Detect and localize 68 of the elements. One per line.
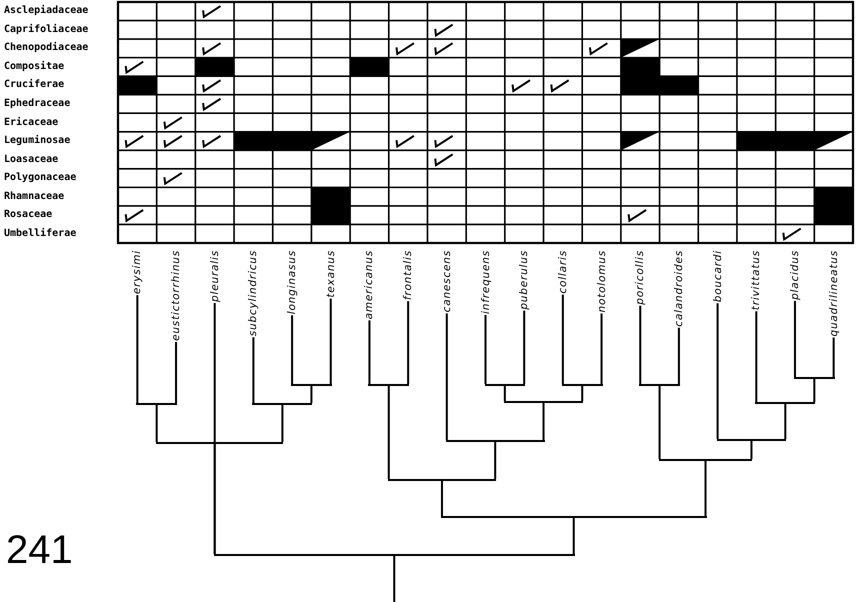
row-label: Leguminosae bbox=[4, 135, 70, 148]
species-label: notolomus bbox=[596, 250, 608, 313]
species-label: poricollis bbox=[634, 250, 646, 305]
species-label: infrequens bbox=[480, 250, 492, 314]
branch-line bbox=[252, 337, 254, 403]
branch-line bbox=[281, 405, 284, 442]
row-label: Compositae bbox=[4, 60, 64, 73]
species-label: canescens bbox=[440, 250, 453, 312]
row-label: Loasaceae bbox=[4, 154, 58, 166]
branch-line bbox=[572, 518, 575, 554]
row-label: Rhamnaceae bbox=[4, 190, 64, 203]
branch-line bbox=[678, 328, 680, 384]
row-label: Polygonaceae bbox=[4, 172, 76, 184]
branch-line bbox=[368, 320, 370, 384]
branch-line bbox=[639, 306, 642, 384]
branch-line bbox=[310, 386, 312, 403]
branch-line bbox=[136, 295, 138, 403]
branch-line bbox=[523, 310, 526, 384]
species-label: erysimi bbox=[131, 250, 144, 294]
species-label: pleuralis bbox=[208, 250, 221, 302]
branch-line bbox=[393, 556, 396, 602]
branch-line bbox=[832, 337, 835, 377]
branch-line bbox=[716, 303, 719, 439]
row-label: Caprifoliaceae bbox=[4, 24, 88, 36]
branch-line bbox=[581, 386, 584, 401]
branch-line bbox=[291, 315, 294, 384]
branch-line bbox=[658, 386, 661, 459]
branch-line bbox=[784, 404, 786, 439]
row-label: Chenopodiaceae bbox=[4, 42, 88, 54]
page-number: 241 bbox=[6, 528, 73, 572]
row-label: Asclepiadaceae bbox=[4, 5, 88, 18]
branch-line bbox=[446, 313, 448, 440]
species-label: trivittatus bbox=[750, 250, 762, 310]
branch-line bbox=[813, 379, 816, 402]
species-label: longinasus bbox=[286, 250, 298, 314]
row-label: Ephedraceae bbox=[4, 98, 70, 110]
branch-line bbox=[156, 405, 158, 442]
row-label: Cruciferae bbox=[4, 79, 64, 92]
branch-line bbox=[504, 386, 506, 401]
species-label: collaris bbox=[556, 250, 569, 294]
branch-line bbox=[750, 441, 752, 459]
species-label: calandroides bbox=[672, 250, 685, 327]
branch-line bbox=[407, 301, 410, 384]
species-label: americanus bbox=[363, 250, 376, 320]
branch-line bbox=[214, 444, 216, 554]
branch-line bbox=[794, 300, 796, 377]
row-label: Umbelliferae bbox=[4, 228, 76, 240]
branch-line bbox=[484, 314, 486, 384]
branch-line bbox=[600, 314, 603, 384]
species-label: subcylindricus bbox=[247, 250, 260, 336]
species-label: boucardi bbox=[712, 250, 724, 302]
species-label: frontalis bbox=[402, 250, 414, 300]
species-label: puberulus bbox=[518, 250, 530, 310]
branch-line bbox=[704, 461, 707, 516]
species-label: quadrilineatus bbox=[828, 250, 840, 336]
branch-line bbox=[440, 481, 443, 516]
branch-line bbox=[175, 342, 178, 403]
row-label: Ericaceae bbox=[4, 116, 58, 128]
branch-line bbox=[494, 442, 496, 479]
branch-line bbox=[755, 311, 758, 402]
species-label: eustictorrhinus bbox=[170, 250, 182, 341]
branch-line bbox=[562, 294, 564, 384]
branch-line bbox=[388, 386, 390, 479]
row-label: Rosaceae bbox=[4, 209, 52, 222]
branch-line bbox=[330, 298, 332, 384]
branch-line bbox=[542, 403, 545, 440]
species-label: placidus bbox=[788, 250, 801, 300]
species-label: texanus bbox=[324, 250, 337, 298]
